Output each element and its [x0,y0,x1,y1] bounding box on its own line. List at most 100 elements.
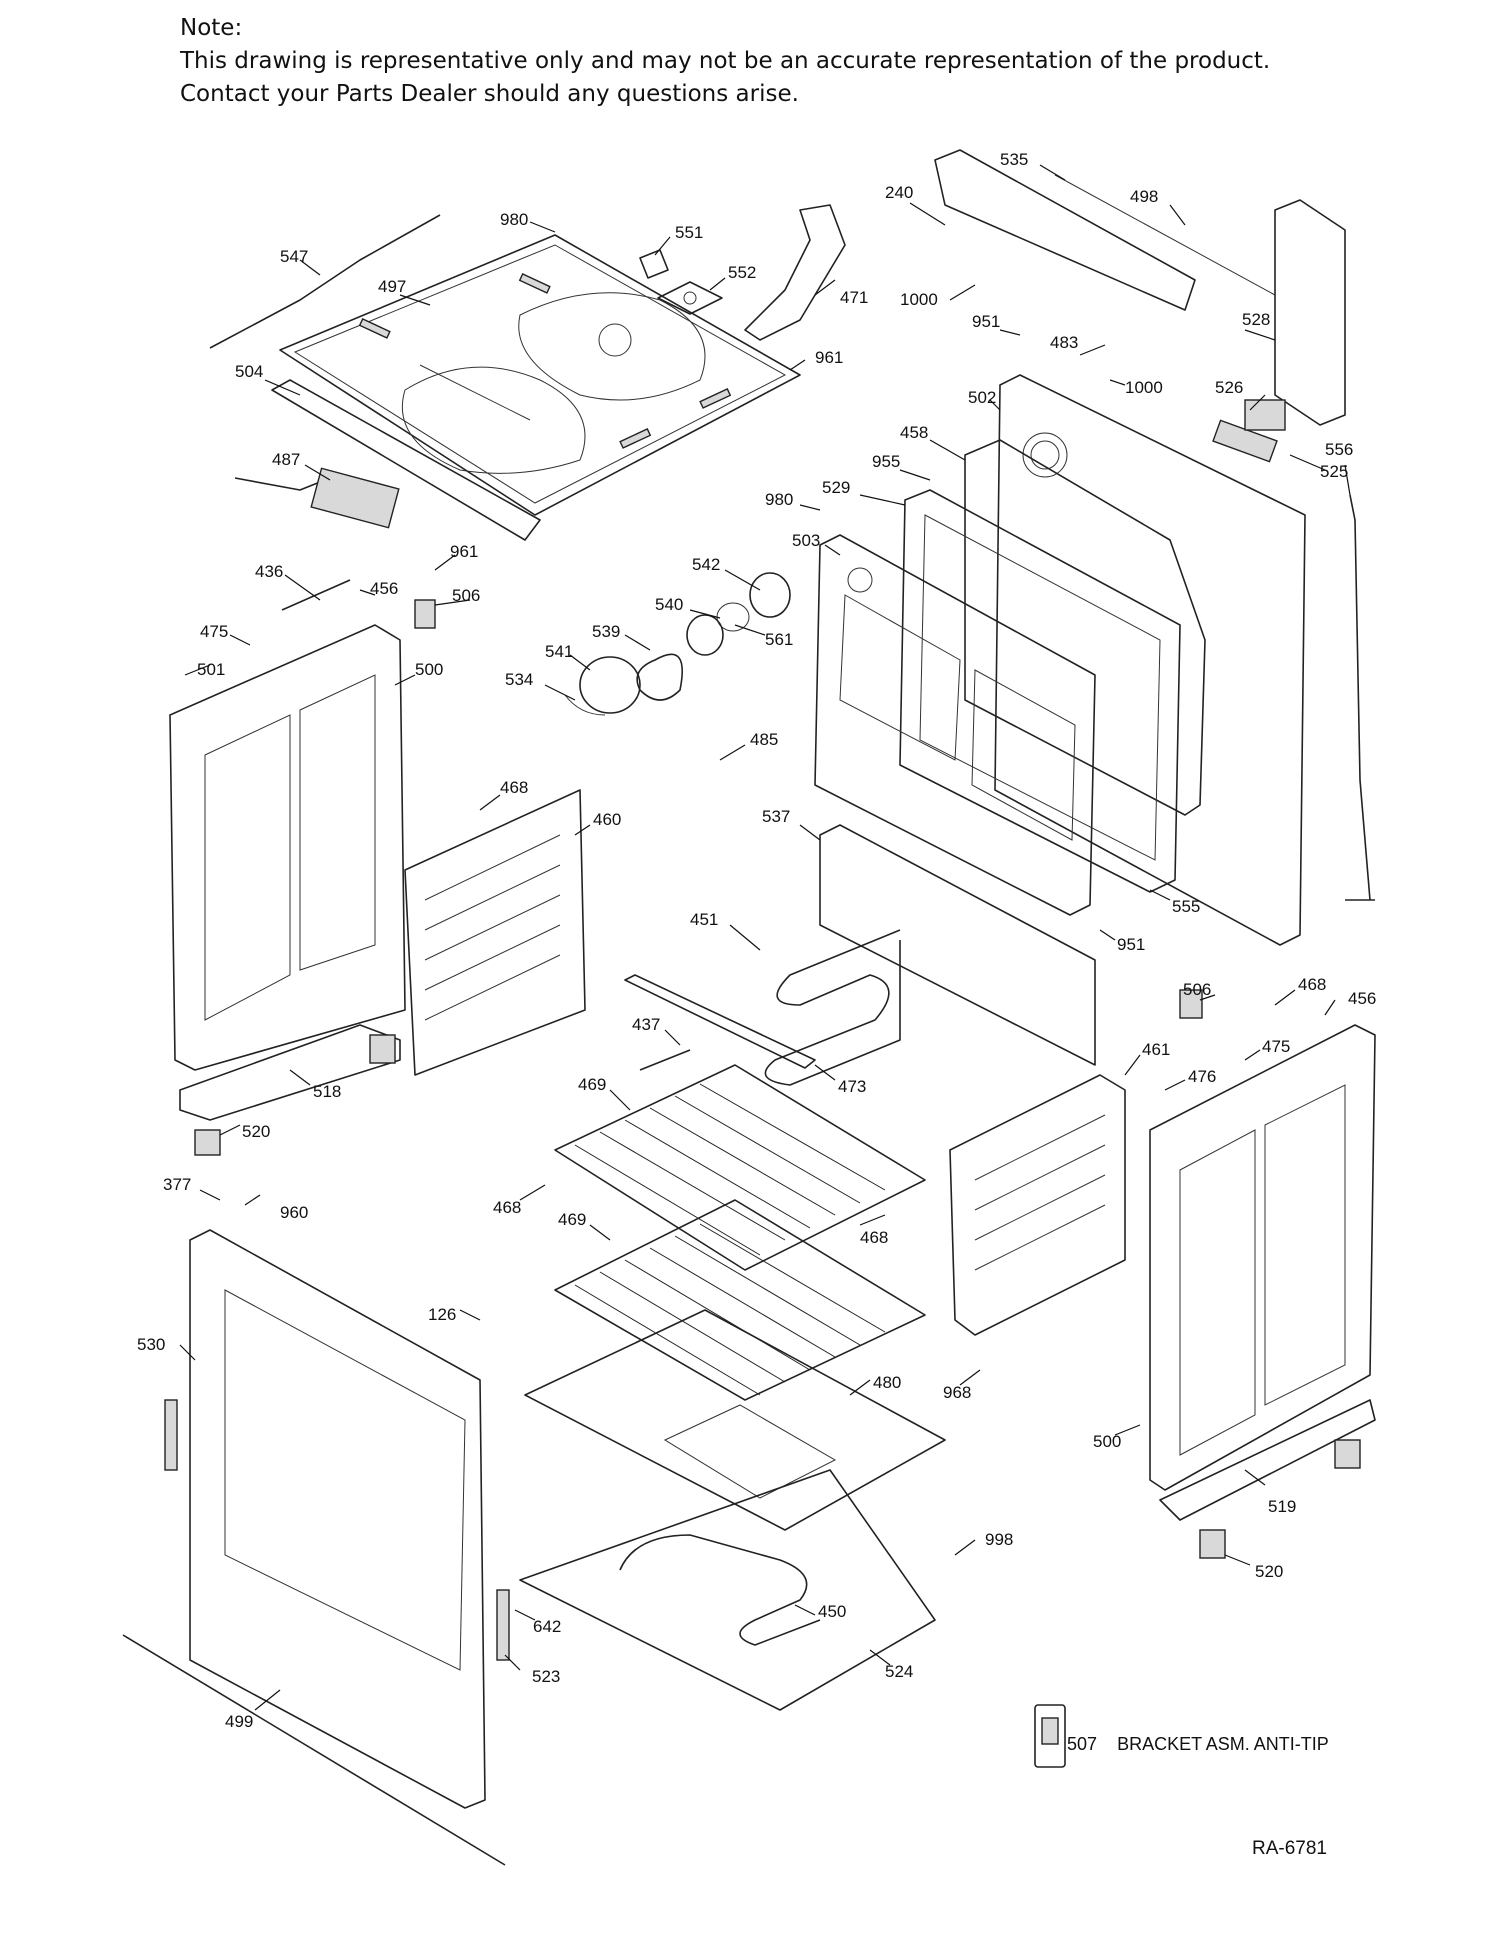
callout-label: 534 [505,670,533,689]
callout-label: 542 [692,555,720,574]
rod-437 [639,1049,691,1071]
oven-rack-upper-469 [554,1064,926,1271]
oven-cavity-503 [814,534,1096,916]
callout-label: 955 [872,452,900,471]
callout-label: 500 [1093,1432,1121,1451]
callout-label: 499 [225,1712,253,1731]
oven-rack-lower-469 [554,1199,926,1401]
callout-label: 551 [675,223,703,242]
rail-518 [179,1024,401,1121]
callout-labels: 535 498 240 528 1000 951 483 1000 526 52… [137,150,1376,1731]
callout-label: 500 [415,660,443,679]
callout-label: 483 [1050,333,1078,352]
left-side-panel-500 [169,624,406,1071]
note-heading: Note: [180,15,243,41]
clip-506-right [1179,989,1203,1019]
callout-label: 540 [655,595,683,614]
callout-label: 473 [838,1077,866,1096]
callout-label: 547 [280,247,308,266]
power-cord-556 [1345,494,1375,901]
callout-label: 501 [197,660,225,679]
bottom-cover-524 [519,1469,936,1711]
callout-label: 525 [1320,462,1348,481]
callout-label: 468 [1298,975,1326,994]
bracket-473 [624,974,816,1069]
callout-label: 537 [762,807,790,826]
vent-trim-240 [934,149,1276,311]
anti-tip-bracket-icon [1034,1704,1066,1768]
bracket-551 [639,249,669,279]
callout-label: 504 [235,362,263,381]
main-top-panel [279,234,801,516]
note-line-2: Contact your Parts Dealer should any que… [180,81,799,107]
callout-label: 980 [765,490,793,509]
rail-519 [1159,1399,1376,1521]
callout-label: 535 [1000,150,1028,169]
top-frame-504 [271,379,541,541]
callout-label: 528 [1242,310,1270,329]
bake-element-451 [764,929,901,1086]
callout-label: 471 [840,288,868,307]
callout-label: 506 [1183,980,1211,999]
callout-label: 497 [378,277,406,296]
callout-label: 1000 [1125,378,1163,397]
callout-label: 1000 [900,290,938,309]
callout-label: 480 [873,1373,901,1392]
callout-label: 523 [532,1667,560,1686]
broil-element-450 [619,1534,821,1646]
callout-label: 541 [545,642,573,661]
callout-label: 485 [750,730,778,749]
callout-label: 526 [1215,378,1243,397]
callout-label: 456 [1348,989,1376,1008]
panel-537 [819,824,1096,1066]
duct-471 [744,204,846,341]
callout-label: 469 [558,1210,586,1229]
plate-552 [657,281,723,315]
clip-506 [414,599,436,629]
callout-label: 561 [765,630,793,649]
oven-bottom-480 [524,1309,946,1531]
callout-label: 552 [728,263,756,282]
anti-tip-part-number: 507 [1067,1734,1098,1754]
callout-label: 476 [1188,1067,1216,1086]
side-trim-528 [1274,199,1346,426]
callout-label: 555 [1172,897,1200,916]
block-526 [1244,399,1286,431]
callout-label: 518 [313,1082,341,1101]
hinge-642 [496,1589,510,1661]
right-side-panel-500 [1149,1024,1376,1491]
callout-label: 436 [255,562,283,581]
callout-label: 520 [1255,1562,1283,1581]
trim-499 [122,1634,506,1866]
callout-label: 503 [792,531,820,550]
callout-label: 642 [533,1617,561,1636]
callout-label: 998 [985,1530,1013,1549]
light-assembly [564,572,791,716]
callout-label: 450 [818,1602,846,1621]
callout-label: 980 [500,210,528,229]
anti-tip-part-label: BRACKET ASM. ANTI-TIP [1117,1734,1329,1754]
leveling-legs [194,1034,1361,1559]
front-frame-530 [189,1229,486,1809]
rack-support-460 [404,789,586,1076]
callout-label: 469 [578,1075,606,1094]
callout-label: 475 [1262,1037,1290,1056]
callout-label: 468 [500,778,528,797]
callout-label: 437 [632,1015,660,1034]
callout-label: 468 [493,1198,521,1217]
rack-support-461 [949,1074,1126,1336]
insulation-458 [964,439,1206,816]
callout-label: 530 [137,1335,165,1354]
oven-liner-529 [899,489,1181,893]
callout-label: 456 [370,579,398,598]
callout-label: 556 [1325,440,1353,459]
callout-label: 968 [943,1383,971,1402]
callout-label: 529 [822,478,850,497]
back-wall-502 [994,374,1306,946]
latch-487 [234,467,400,529]
callout-label: 519 [1268,1497,1296,1516]
callout-label: 240 [885,183,913,202]
rod-436 [281,579,351,611]
callout-label: 460 [593,810,621,829]
